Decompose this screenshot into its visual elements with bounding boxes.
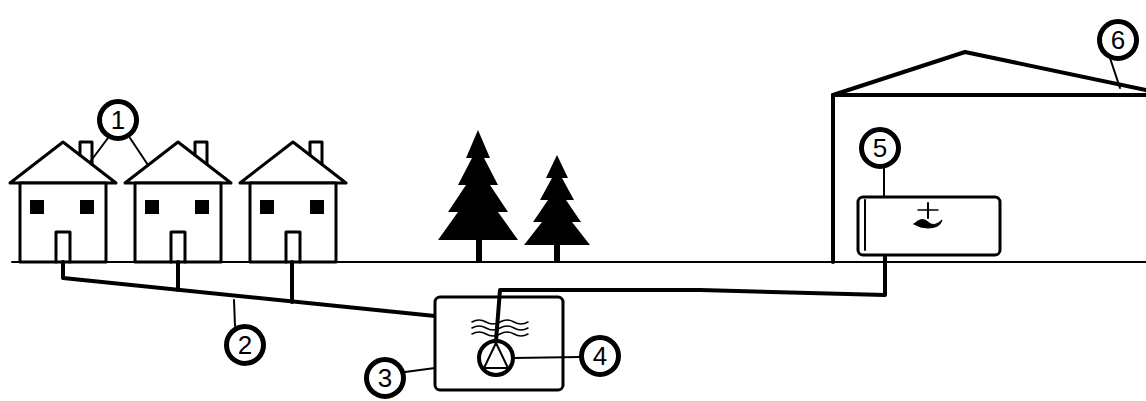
callout-number: 1: [97, 99, 139, 141]
callout-number: 2: [224, 324, 266, 366]
callout-number: 4: [579, 335, 621, 377]
callout-number: 5: [859, 127, 901, 169]
callout-number: 6: [1097, 19, 1139, 61]
callout-number: 3: [364, 357, 406, 399]
